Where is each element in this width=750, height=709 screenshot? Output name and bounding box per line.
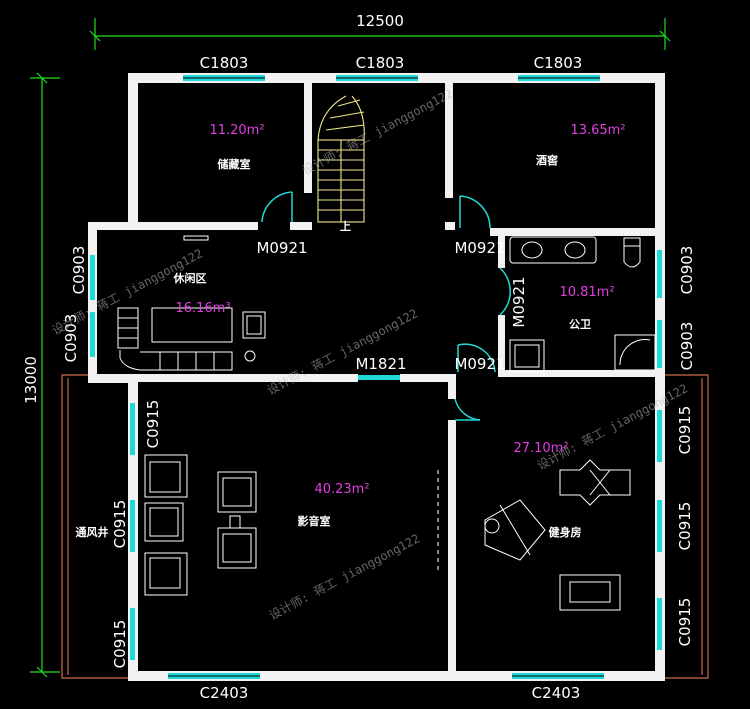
- room-area-theater: 40.23m²: [314, 482, 369, 497]
- gym-equipment: [484, 459, 631, 611]
- window-code-right-lower-2: C0915: [676, 502, 694, 551]
- window-code-right-lower-3: C0915: [676, 598, 694, 647]
- stair-up-label: 上: [340, 219, 351, 233]
- room-areas: 11.20m² 13.65m² 16.16m³ 10.81m² 40.23m² …: [175, 123, 625, 497]
- window-code-left-upper: C0903: [70, 246, 88, 295]
- room-name-gym: 健身房: [549, 525, 582, 539]
- room-name-ventilation: 通风井: [76, 525, 109, 539]
- room-area-storage: 11.20m²: [209, 123, 264, 138]
- room-name-bathroom: 公卫: [569, 318, 591, 331]
- door-code-gym: M0921: [454, 355, 505, 373]
- bathroom-fixtures: [509, 236, 656, 373]
- room-labels: 储藏室 酒窖 休闲区 公卫 影音室 健身房 通风井: [76, 153, 592, 539]
- window-code-left-2: C0915: [111, 620, 129, 669]
- room-name-wine: 酒窖: [536, 153, 558, 167]
- height-dimension: 13000: [22, 356, 40, 404]
- window-code-bottom-2: C2403: [532, 684, 581, 702]
- door-code-theater: M1821: [355, 355, 406, 373]
- width-dimension: 12500: [356, 12, 404, 30]
- door-code-wine: M0921: [454, 239, 505, 257]
- room-area-lounge: 16.16m³: [175, 301, 230, 316]
- window-code-inner-left: C0915: [144, 400, 162, 449]
- room-area-bathroom: 10.81m²: [559, 285, 614, 300]
- window-code-right-upper: C0903: [678, 246, 696, 295]
- lounge-furniture: [117, 235, 266, 371]
- window-code-bottom-1: C2403: [200, 684, 249, 702]
- door-labels: M0921 M0921 M0921 M0921 M1821: [256, 239, 528, 373]
- window-code-top-2: C1803: [356, 54, 405, 72]
- doors: [261, 191, 512, 421]
- window-code-right-mid: C0903: [678, 322, 696, 371]
- room-name-theater: 影音室: [298, 514, 331, 528]
- window-code-top-1: C1803: [200, 54, 249, 72]
- door-code-storage: M0921: [256, 239, 307, 257]
- window-code-top-3: C1803: [534, 54, 583, 72]
- room-area-wine: 13.65m²: [570, 123, 625, 138]
- door-code-bath-side: M0921: [510, 276, 528, 327]
- room-area-gym: 27.10m²: [513, 441, 568, 456]
- window-code-left-upper-2: C0903: [62, 314, 80, 363]
- staircase: [317, 95, 365, 223]
- room-name-lounge: 休闲区: [173, 271, 207, 285]
- dimension-lines: [30, 18, 671, 678]
- theater-seating: [144, 454, 439, 596]
- window-code-right-lower-1: C0915: [676, 406, 694, 455]
- window-code-left-1: C0915: [111, 500, 129, 549]
- window-labels: C1803 C1803 C1803 C2403 C2403 C0903 C090…: [62, 54, 696, 702]
- room-name-storage: 储藏室: [218, 157, 251, 171]
